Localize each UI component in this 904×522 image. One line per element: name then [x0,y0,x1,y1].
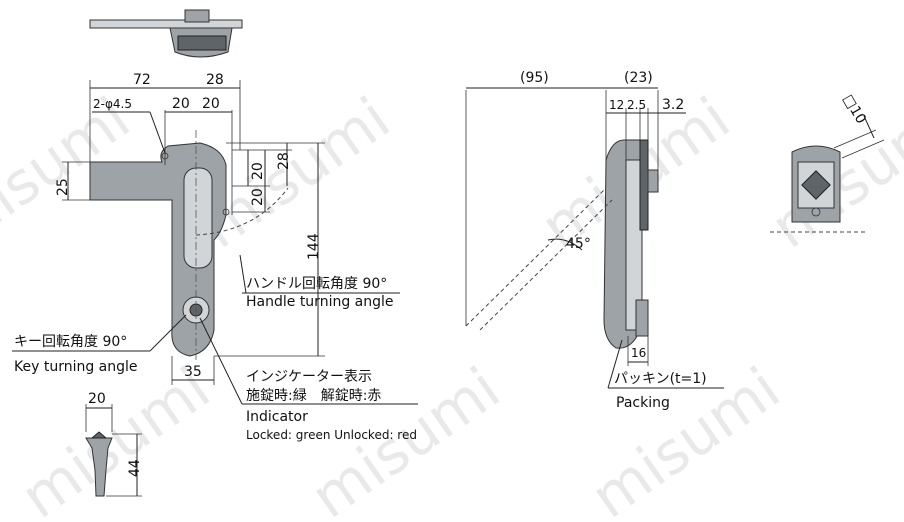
indicator-jp: インジケーター表示 [246,369,372,385]
handle-grip [183,167,213,269]
side-dim-12: 12 [609,98,624,112]
dim-20-left: 20 [172,96,190,112]
watermark: misumi misumi misumi misumi misumi misum… [0,84,904,522]
detail-square-10: □10 [840,92,869,127]
key-angle-en: Key turning angle [14,359,138,375]
side-dim-3-2: 3.2 [662,97,684,113]
dim-72: 72 [133,72,151,88]
dim-20-right: 20 [202,96,220,112]
indicator-state-jp: 施錠時:緑 解錠時:赤 [246,388,381,404]
top-view [89,9,243,58]
detail-view: □10 [770,92,885,233]
side-dim-95: (95) [520,70,549,86]
key-view: 20 44 [85,391,143,497]
dim-144: 144 [306,233,322,260]
side-dim-23: (23) [624,70,653,86]
side-angle: 45° [566,236,591,252]
packing-en: Packing [616,395,670,411]
dim-20-upper: 20 [250,162,266,180]
side-plate [639,139,649,231]
handle-angle-jp: ハンドル回転角度 90° [246,276,387,292]
key-body [85,437,113,497]
dim-25: 25 [55,178,71,196]
side-dim-2-5: 2.5 [627,98,646,112]
side-dim-16: 16 [631,346,646,360]
square-drive [801,170,831,200]
hole-callout: 2-φ4.5 [93,97,132,111]
front-view: 72 28 20 20 2-φ4.5 25 20 20 28 144 ハンドル回… [12,72,418,442]
key-dim-44: 44 [127,459,143,477]
key-angle-jp: キー回転角度 90° [14,334,127,350]
dim-28-vertical: 28 [276,152,292,170]
dim-35: 35 [184,364,202,380]
key-dim-20: 20 [88,391,106,407]
packing-jp: パッキン(t=1) [614,371,707,387]
side-view: 45° (95) (23) 12 2.5 3.2 16 パッキン(t=1) Pa… [465,70,724,411]
indicator-state-en: Locked: green Unlocked: red [246,428,417,442]
handle-angle-en: Handle turning angle [246,294,394,310]
dim-20-lower: 20 [250,188,266,206]
dim-28: 28 [206,72,224,88]
indicator-en: Indicator [246,409,308,425]
mount-hole [222,208,230,216]
